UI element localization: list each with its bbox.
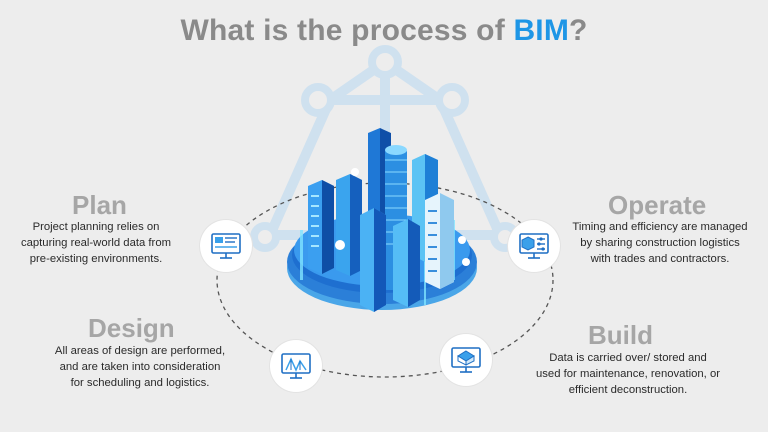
dashboard-monitor-icon	[211, 233, 241, 259]
design-desc-line: and are taken into consideration	[59, 361, 221, 373]
plan-desc-line: capturing real-world data from	[20, 237, 172, 249]
cube-settings-monitor-icon	[519, 233, 549, 259]
operate-description: Timing and efficiency are managed by sha…	[558, 219, 762, 267]
build-heading: Build	[588, 320, 653, 350]
design-desc-line: All areas of design are performed,	[54, 345, 226, 357]
design-description: All areas of design are performed, and a…	[38, 343, 242, 391]
build-icon-badge	[440, 334, 492, 386]
operate-desc-line: by sharing construction logistics	[580, 237, 740, 249]
page-title: What is the process of BIM?	[0, 14, 768, 48]
build-desc-line: Data is carried over/ stored and	[549, 352, 707, 364]
design-desc-line: for scheduling and logistics.	[70, 377, 210, 389]
design-heading: Design	[88, 313, 175, 343]
operate-heading: Operate	[608, 190, 707, 220]
city-illustration	[287, 128, 477, 312]
network-node	[435, 83, 469, 117]
plan-icon-badge	[200, 220, 252, 272]
build-desc-line: used for maintenance, renovation, or	[536, 368, 720, 380]
plan-heading: Plan	[72, 190, 127, 220]
title-accent: BIM	[513, 14, 570, 47]
plan-desc-line: pre-existing environments.	[29, 253, 163, 265]
operate-icon-badge	[508, 220, 560, 272]
title-suffix: ?	[569, 14, 588, 47]
operate-desc-line: with trades and contractors.	[590, 253, 730, 265]
network-node	[250, 222, 280, 252]
build-description: Data is carried over/ stored and used fo…	[526, 350, 730, 398]
title-text: What is the process of	[180, 14, 514, 47]
design-icon-badge	[270, 340, 322, 392]
blueprint-monitor-icon	[281, 353, 311, 379]
plan-desc-line: Project planning relies on	[32, 221, 160, 233]
operate-desc-line: Timing and efficiency are managed	[572, 221, 748, 233]
house-monitor-icon	[451, 347, 481, 373]
network-node	[301, 83, 335, 117]
plan-description: Project planning relies on capturing rea…	[6, 219, 186, 267]
network-node	[368, 45, 402, 79]
build-desc-line: efficient deconstruction.	[568, 384, 688, 396]
